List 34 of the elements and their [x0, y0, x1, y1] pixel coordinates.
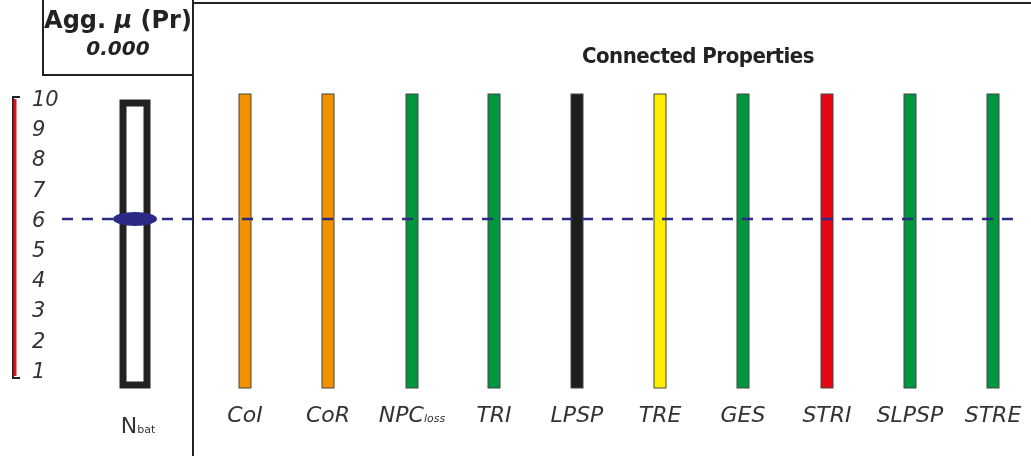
property-bar — [986, 93, 1000, 389]
scale-number: 4 — [32, 268, 46, 293]
header-value: 0.000 — [85, 36, 151, 60]
property-label: TRI — [476, 402, 512, 427]
scale-number: 7 — [32, 177, 46, 202]
property-bar — [653, 93, 667, 389]
scale-number: 10 — [32, 87, 59, 111]
property-bar — [736, 93, 750, 389]
section-title: Connected Properties — [581, 43, 815, 68]
scale-number: 6 — [32, 207, 46, 232]
scale-number: 3 — [32, 298, 46, 323]
property-bar — [238, 93, 252, 389]
property-label: STRE — [964, 402, 1022, 427]
property-label: STRI — [802, 402, 852, 427]
property-label: GES — [720, 402, 766, 427]
property-bar — [570, 93, 584, 389]
header-box — [42, 0, 194, 76]
header-title: Agg. μ (Pr) — [44, 6, 192, 34]
property-label: CoR — [305, 402, 351, 427]
scale-number: 5 — [32, 238, 46, 262]
scale-number: 9 — [32, 117, 46, 142]
scale-number: 1 — [32, 358, 46, 383]
property-bar — [903, 93, 917, 389]
property-bar — [820, 93, 834, 389]
property-bar — [487, 93, 501, 389]
property-label: TRE — [638, 402, 682, 427]
property-label: SLPSP — [876, 402, 944, 427]
scale-number: 8 — [32, 147, 46, 172]
slider-track — [119, 99, 151, 389]
property-label: LPSP — [550, 402, 604, 427]
property-bar — [405, 93, 419, 389]
property-label: CoI — [227, 402, 263, 427]
property-bar — [321, 93, 335, 389]
scale-number: 2 — [32, 328, 46, 353]
